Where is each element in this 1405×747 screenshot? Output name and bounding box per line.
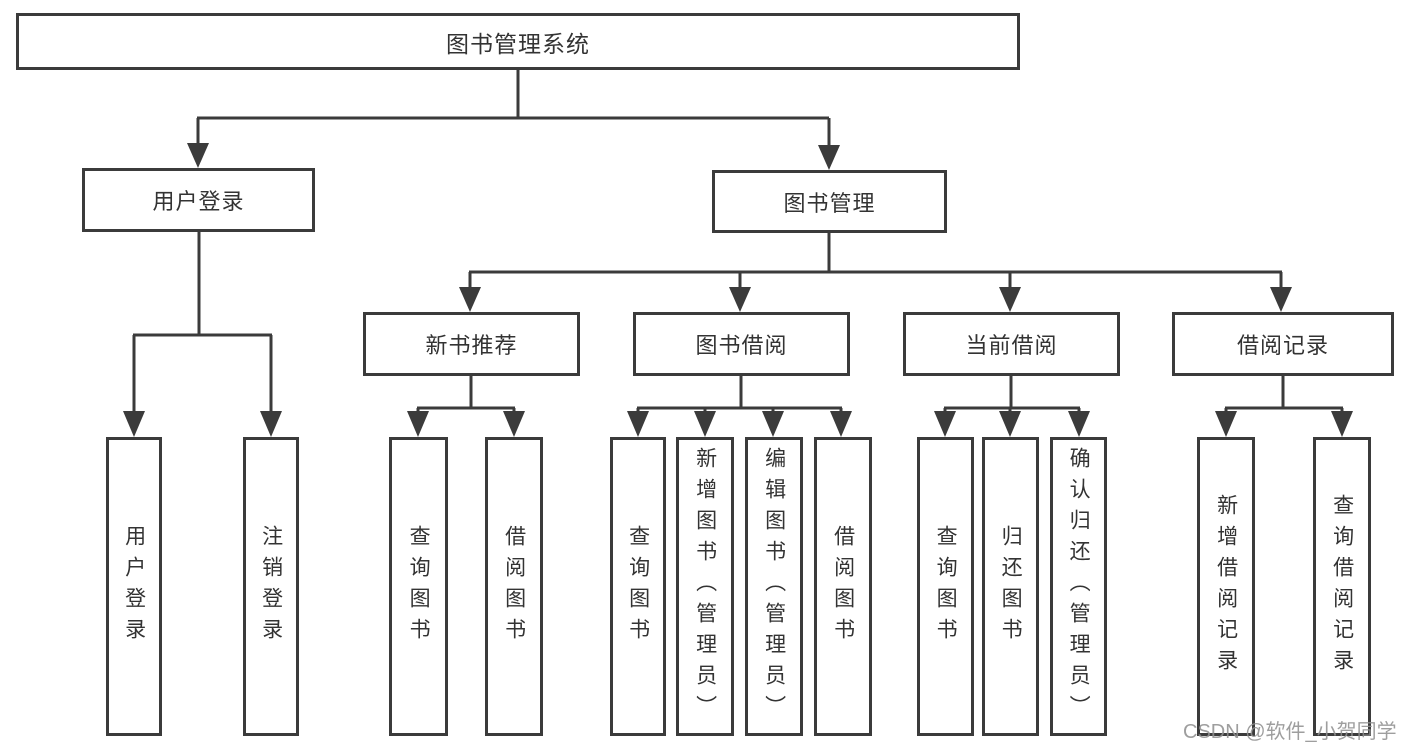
node-label: 图书借阅 xyxy=(695,333,788,358)
node-label: 注销登录 xyxy=(259,524,283,649)
node-label: 图书管理 xyxy=(783,190,876,216)
node-library-management-system: 图书管理系统 xyxy=(16,13,1020,70)
edge-current-borrow-to-leaves xyxy=(943,376,1081,414)
node-leaf-query-books-borrow: 查询图书 xyxy=(610,437,666,736)
node-borrowing-records: 借阅记录 xyxy=(1172,312,1394,376)
node-leaf-query-books-current: 查询图书 xyxy=(917,437,974,736)
node-label: 归还图书 xyxy=(999,524,1023,649)
edge-borrow-records-to-leaves xyxy=(1224,376,1344,414)
node-leaf-add-borrow-record: 新增借阅记录 xyxy=(1197,437,1255,736)
node-new-book-recommend: 新书推荐 xyxy=(363,312,580,376)
node-label: 确认归还（管理员） xyxy=(1067,447,1091,726)
node-label: 新增借阅记录 xyxy=(1214,493,1238,680)
node-label: 查询图书 xyxy=(407,524,431,649)
edge-root-to-level1 xyxy=(196,70,831,147)
node-label: 查询图书 xyxy=(934,524,958,649)
node-label: 借阅记录 xyxy=(1236,333,1329,358)
arrowheads xyxy=(123,143,1353,437)
node-label: 借阅图书 xyxy=(831,524,855,649)
csdn-watermark: CSDN @软件_小贺同学 xyxy=(1183,721,1397,743)
edge-user-login-to-leaves xyxy=(132,232,273,413)
node-leaf-user-login: 用户登录 xyxy=(106,437,162,736)
edge-book-mgmt-to-level2 xyxy=(468,233,1283,289)
node-label: 查询借阅记录 xyxy=(1330,493,1354,680)
node-user-login: 用户登录 xyxy=(82,168,315,232)
node-label: 用户登录 xyxy=(152,189,245,214)
node-label: 新书推荐 xyxy=(425,333,518,358)
node-leaf-edit-book-admin: 编辑图书（管理员） xyxy=(745,437,803,736)
node-label: 借阅图书 xyxy=(502,524,526,649)
node-current-borrowing: 当前借阅 xyxy=(903,312,1120,376)
node-label: 编辑图书（管理员） xyxy=(762,447,786,726)
node-label: 图书管理系统 xyxy=(446,30,590,57)
node-leaf-confirm-return-admin: 确认归还（管理员） xyxy=(1050,437,1107,736)
node-label: 新增图书（管理员） xyxy=(693,447,717,726)
node-book-borrowing: 图书借阅 xyxy=(633,312,850,376)
node-label: 查询图书 xyxy=(626,524,650,649)
node-book-management: 图书管理 xyxy=(712,170,947,233)
node-leaf-borrow-books: 借阅图书 xyxy=(814,437,872,736)
edge-book-borrow-to-leaves xyxy=(636,376,843,414)
node-leaf-borrow-books-recommend: 借阅图书 xyxy=(485,437,543,736)
node-leaf-query-books-recommend: 查询图书 xyxy=(389,437,448,736)
node-leaf-logout: 注销登录 xyxy=(243,437,299,736)
edge-new-book-to-leaves xyxy=(416,376,516,414)
node-leaf-return-book: 归还图书 xyxy=(982,437,1039,736)
node-label: 用户登录 xyxy=(122,524,146,649)
node-leaf-add-book-admin: 新增图书（管理员） xyxy=(676,437,734,736)
node-label: 当前借阅 xyxy=(965,333,1058,358)
node-leaf-query-borrow-record: 查询借阅记录 xyxy=(1313,437,1371,736)
